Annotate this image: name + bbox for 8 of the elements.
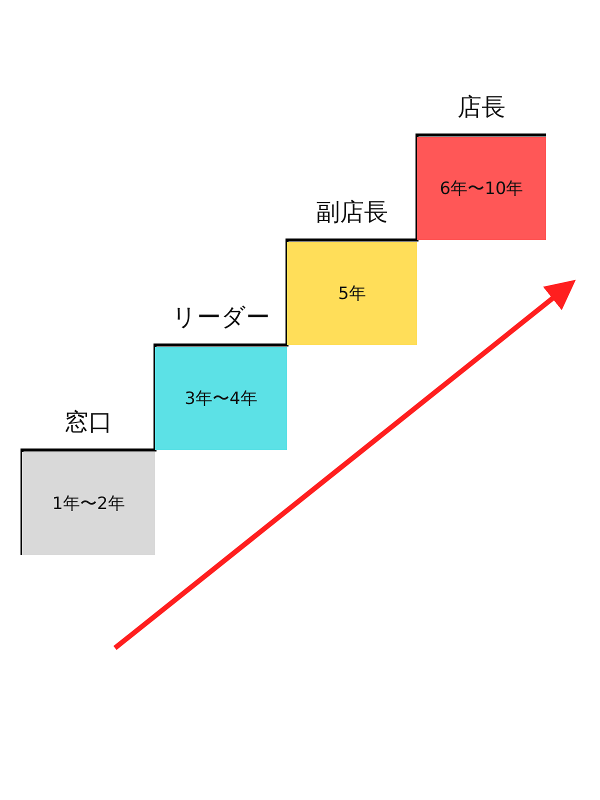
- duration-text: 6年〜10年: [440, 178, 524, 200]
- duration-text: 1年〜2年: [52, 492, 125, 515]
- step-title: 店長: [458, 92, 506, 122]
- step-title: 副店長: [316, 196, 388, 228]
- step-title: リーダー: [172, 302, 270, 332]
- duration-text: 5年: [338, 282, 366, 305]
- duration-text: 3年〜4年: [184, 388, 258, 410]
- step-title: 窓口: [64, 406, 112, 438]
